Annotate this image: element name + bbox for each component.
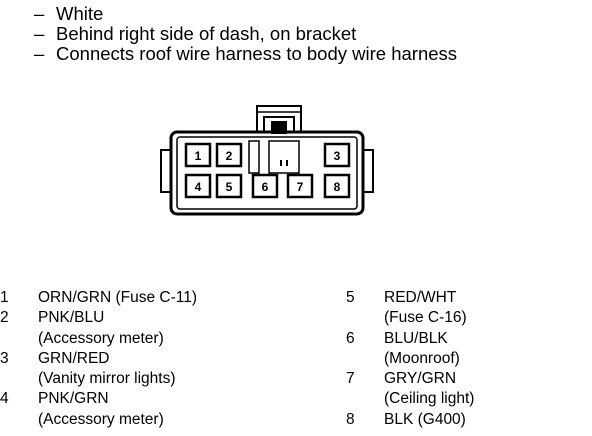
center-key (248, 140, 300, 174)
svg-text:3: 3 (334, 149, 341, 163)
legend-wire: GRY/GRN (384, 370, 457, 388)
svg-text:5: 5 (226, 180, 233, 194)
svg-text:1: 1 (195, 149, 202, 163)
connector-inner-frame (176, 136, 358, 210)
legend-entry-2: 2 PNK/BLU (Accessory meter) (0, 308, 197, 349)
legend-desc: (Moonroof) (384, 349, 460, 367)
legend-desc: (Accessory meter) (38, 329, 164, 347)
svg-text:4: 4 (195, 180, 202, 194)
pin-8: 8 (323, 173, 351, 199)
locking-tab (256, 105, 302, 134)
connector-notes: –White –Behind right side of dash, on br… (34, 4, 457, 64)
legend-entry-1: 1 ORN/GRN (Fuse C-11) (0, 288, 197, 308)
legend-num: 2 (0, 309, 9, 327)
pin-6: 6 (251, 173, 279, 199)
legend-desc: (Fuse C-16) (384, 309, 467, 327)
note-color: –White (34, 3, 104, 24)
legend-wire: BLU/BLK (384, 329, 448, 347)
legend-wire: PNK/GRN (38, 390, 109, 408)
legend-wire: BLK (G400) (384, 410, 466, 428)
legend-entry-6: 6 BLU/BLK (Moonroof) (346, 329, 474, 370)
legend-wire: PNK/BLU (38, 309, 105, 327)
legend-num: 4 (0, 390, 9, 408)
pin-4: 4 (184, 173, 212, 199)
legend-num: 7 (346, 370, 355, 388)
svg-text:2: 2 (226, 149, 233, 163)
legend-wire: GRN/RED (38, 349, 110, 367)
pin-legend-right: 5 RED/WHT (Fuse C-16) 6 BLU/BLK (Moonroo… (346, 288, 474, 430)
legend-desc: (Vanity mirror lights) (38, 370, 176, 388)
pin-7: 7 (286, 173, 314, 199)
legend-num: 5 (346, 289, 355, 306)
legend-wire: ORN/GRN (Fuse C-11) (38, 289, 198, 306)
svg-text:7: 7 (297, 180, 304, 194)
legend-desc: (Accessory meter) (38, 410, 164, 428)
connector-diagram: 1 2 3 4 5 6 7 8 (160, 105, 374, 216)
pin-legend-left: 1 ORN/GRN (Fuse C-11) 2 PNK/BLU (Accesso… (0, 288, 197, 430)
legend-num: 6 (346, 329, 355, 347)
legend-entry-4: 4 PNK/GRN (Accessory meter) (0, 389, 197, 430)
pin-1: 1 (184, 142, 212, 168)
legend-entry-7: 7 GRY/GRN (Ceiling light) (346, 369, 474, 410)
legend-desc: (Ceiling light) (384, 390, 475, 408)
legend-entry-5: 5 RED/WHT (Fuse C-16) (346, 288, 474, 329)
legend-entry-3: 3 GRN/RED (Vanity mirror lights) (0, 349, 197, 390)
connector-housing (169, 130, 365, 216)
legend-num: 3 (0, 349, 9, 367)
pin-5: 5 (215, 173, 243, 199)
pin-2: 2 (215, 142, 243, 168)
svg-text:8: 8 (334, 180, 341, 194)
legend-wire: RED/WHT (384, 289, 457, 306)
legend-entry-8: 8 BLK (G400) (346, 410, 474, 430)
svg-text:6: 6 (262, 180, 269, 194)
legend-num: 1 (0, 289, 9, 306)
note-location: –Behind right side of dash, on bracket (34, 23, 357, 44)
pin-3: 3 (323, 142, 351, 168)
note-function: –Connects roof wire harness to body wire… (34, 43, 458, 64)
legend-num: 8 (346, 410, 355, 428)
